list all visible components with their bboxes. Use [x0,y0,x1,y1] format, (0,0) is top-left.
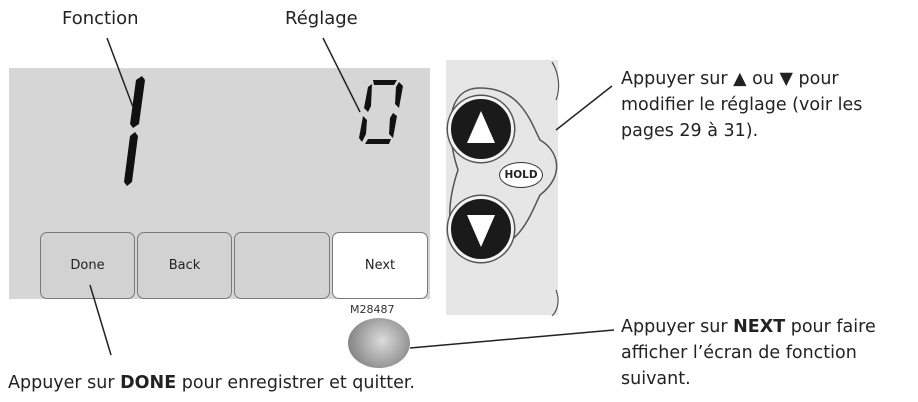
function-label: Fonction [62,8,139,29]
up-button[interactable] [448,96,514,162]
press-indicator [348,318,410,368]
setting-digit [359,80,403,144]
arrows-callout: Appuyer sur ▲ ou ▼ pour modifier le régl… [621,69,863,141]
function-digit [124,76,145,186]
done-button[interactable]: Done [40,232,135,299]
up-arrow-icon [467,111,495,143]
down-button[interactable] [448,196,514,262]
back-button[interactable]: Back [137,232,232,299]
done-callout: Appuyer sur DONE pour enregistrer et qui… [8,373,415,393]
setting-label: Réglage [285,8,358,29]
hold-button[interactable]: HOLD [499,162,543,188]
next-callout: Appuyer sur NEXT pour faire afficher l’é… [621,317,876,389]
next-button[interactable]: Next [332,232,428,299]
model-number: M28487 [350,303,395,316]
down-arrow-icon [467,215,495,247]
blank-softkey[interactable] [234,232,330,299]
